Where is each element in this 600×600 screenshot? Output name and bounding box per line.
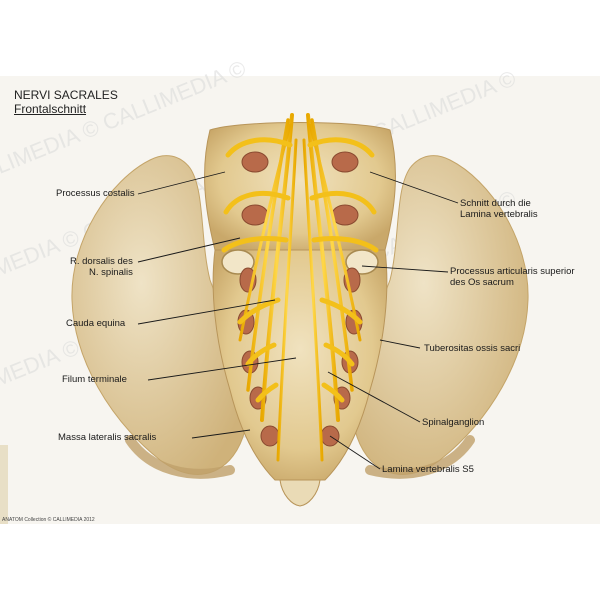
coccyx <box>279 479 321 507</box>
label-schnitt-line1: Schnitt durch die <box>460 198 531 209</box>
nerve-branch <box>225 137 293 158</box>
copyright-credit: ANATOM Collection © CALLIMEDIA 2012 <box>2 517 95 523</box>
lamina-section <box>331 204 359 226</box>
lamina-section <box>331 151 359 173</box>
nerve-branch <box>223 190 291 215</box>
label-processus-costalis: Processus costalis <box>56 188 135 199</box>
diagram-title: NERVI SACRALES <box>14 88 118 102</box>
left-ilium <box>71 155 247 475</box>
lamina-section <box>241 204 269 226</box>
label-processus-articularis: Processus articularis superior des Os sa… <box>450 266 575 288</box>
leader-line <box>379 339 421 349</box>
left-pelvic-rim <box>125 435 235 479</box>
nerve-branch <box>323 342 355 367</box>
nerve-branch <box>321 382 345 403</box>
nerve-root <box>302 138 324 462</box>
label-schnitt-lamina: Schnitt durch die Lamina vertebralis <box>460 198 538 220</box>
label-schnitt-line2: Lamina vertebralis <box>460 209 538 220</box>
leader-line <box>147 357 297 381</box>
label-spinalganglion: Spinalganglion <box>422 417 485 428</box>
label-r-dorsalis-line1: R. dorsalis des <box>70 256 133 267</box>
nerve-branch <box>221 235 289 253</box>
leader-line <box>327 371 421 423</box>
leader-line <box>329 435 381 470</box>
nerve-branch <box>237 297 281 325</box>
leader-line <box>137 299 276 325</box>
leader-line <box>361 265 449 273</box>
nerve-root <box>276 138 298 462</box>
leader-lines <box>137 171 459 470</box>
leader-line <box>137 171 226 195</box>
spinal-nerve-branches <box>221 137 379 403</box>
lamina-section <box>241 151 269 173</box>
nerve-branch <box>255 382 279 403</box>
label-massa-lateralis: Massa lateralis sacralis <box>58 432 157 443</box>
nerve-branch <box>307 137 375 158</box>
diagram-subtitle: Frontalschnitt <box>14 102 87 116</box>
label-r-dorsalis: R. dorsalis des N. spinalis <box>70 256 133 278</box>
nerve-branch <box>245 342 277 367</box>
nerve-branch <box>319 297 363 325</box>
lamina-section <box>260 425 280 447</box>
label-proc-articularis-line1: Processus articularis superior <box>450 266 575 277</box>
leader-line <box>369 171 459 204</box>
label-cauda-equina: Cauda equina <box>66 318 126 329</box>
nerve-branch <box>309 190 377 215</box>
label-filum-terminale: Filum terminale <box>62 374 127 385</box>
right-pelvic-rim <box>365 435 475 479</box>
label-tuberositas: Tuberositas ossis sacri <box>424 343 521 354</box>
leader-line <box>137 237 241 263</box>
label-r-dorsalis-line2: N. spinalis <box>89 267 133 278</box>
nerve-branch <box>311 235 379 253</box>
nerve-root <box>260 113 294 422</box>
title-block: NERVI SACRALES Frontalschnitt <box>14 88 118 116</box>
label-proc-articularis-line2: des Os sacrum <box>450 277 514 288</box>
leader-line <box>191 429 251 439</box>
left-edge-strip <box>0 445 8 524</box>
nerve-root <box>306 113 340 422</box>
label-lamina-s5: Lamina vertebralis S5 <box>382 464 474 475</box>
right-ilium <box>353 155 529 475</box>
